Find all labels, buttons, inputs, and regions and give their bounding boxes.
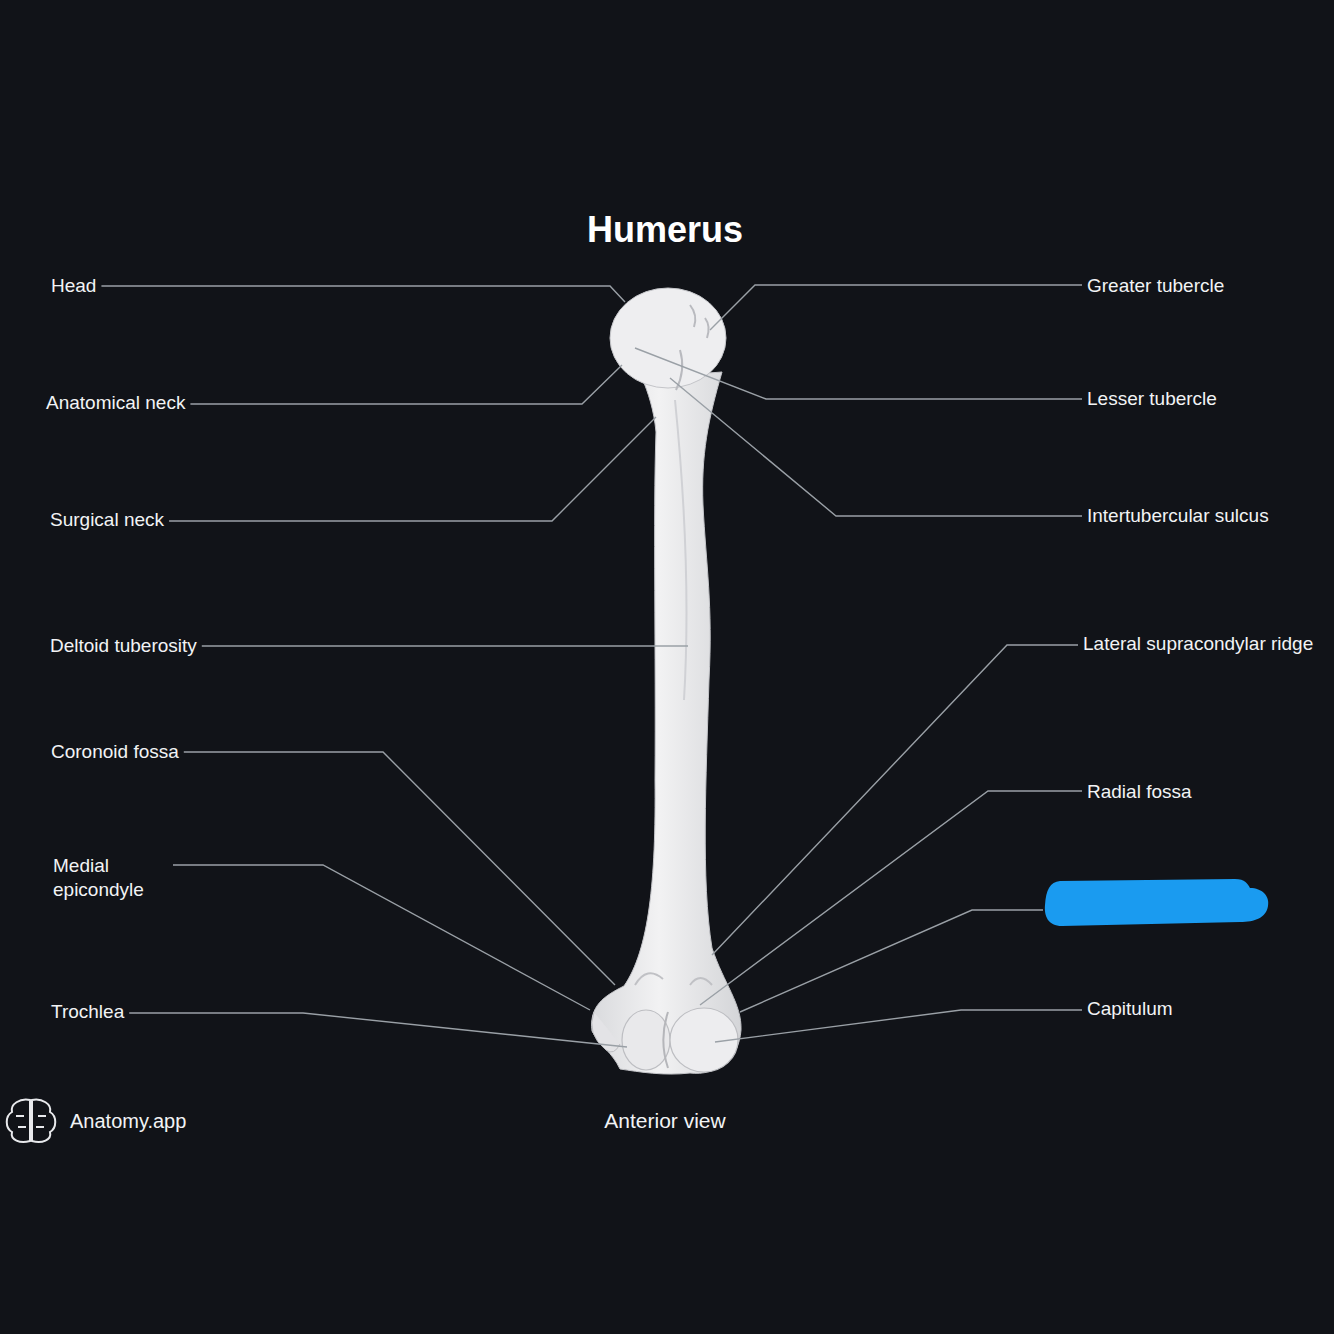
trochlea-shape bbox=[622, 1010, 670, 1070]
part-label: Capitulum bbox=[1087, 997, 1173, 1021]
leader-line bbox=[700, 791, 1082, 1005]
watermark: Anatomy.app bbox=[70, 1109, 186, 1133]
part-label: Deltoid tuberosity bbox=[50, 634, 197, 658]
diagram-title: Humerus bbox=[587, 208, 743, 252]
leader-line bbox=[101, 286, 625, 302]
leader-line bbox=[184, 752, 615, 985]
part-label: Lateral supracondylar ridge bbox=[1083, 632, 1319, 656]
bone-shaft bbox=[592, 372, 741, 1074]
leader-line bbox=[740, 910, 1043, 1012]
leader-line bbox=[202, 645, 688, 646]
part-label: Greater tubercle bbox=[1087, 274, 1224, 298]
part-label: Medial epicondyle bbox=[53, 854, 168, 902]
leader-line bbox=[710, 285, 1082, 330]
logo-icon bbox=[7, 1100, 56, 1142]
part-label: Intertubercular sulcus bbox=[1087, 504, 1269, 528]
part-label: Coronoid fossa bbox=[51, 740, 179, 764]
humeral-head bbox=[610, 288, 726, 388]
leader-line bbox=[712, 645, 1078, 955]
part-label: Anatomical neck bbox=[46, 391, 185, 415]
redaction-mark bbox=[1045, 879, 1268, 926]
part-label: Lesser tubercle bbox=[1087, 387, 1217, 411]
leader-line bbox=[169, 417, 656, 521]
part-label: Trochlea bbox=[51, 1000, 124, 1024]
part-label: Head bbox=[51, 274, 96, 298]
tubercle-detail bbox=[676, 305, 709, 390]
trochlea-groove bbox=[664, 1012, 669, 1068]
part-label: Radial fossa bbox=[1087, 780, 1192, 804]
leader-line bbox=[715, 1010, 1082, 1042]
leader-line bbox=[670, 378, 1082, 516]
leader-line bbox=[173, 865, 590, 1010]
fossa-shading bbox=[635, 973, 712, 985]
leader-line bbox=[635, 348, 1082, 399]
leader-line bbox=[129, 1013, 627, 1047]
part-label: Surgical neck bbox=[50, 508, 164, 532]
leader-line bbox=[190, 365, 622, 404]
view-caption: Anterior view bbox=[604, 1108, 725, 1134]
shaft-ridge bbox=[675, 400, 687, 700]
